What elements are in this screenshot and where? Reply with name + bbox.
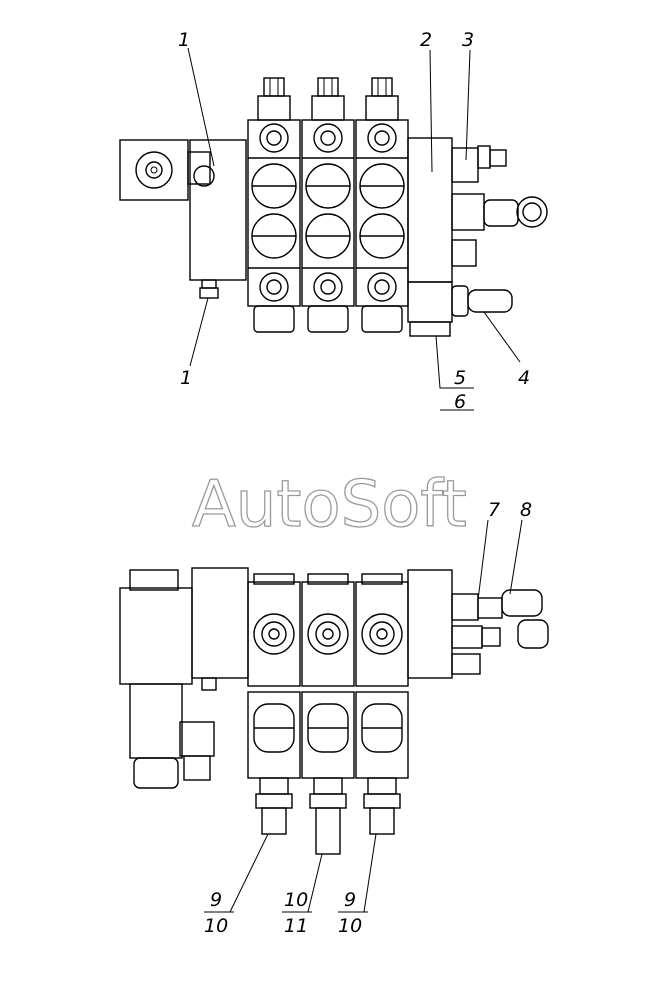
plug-nut (193, 165, 215, 187)
callout-1-lower: 1 (180, 367, 192, 389)
callout-7: 7 (488, 499, 500, 521)
bottom-view: 7 8 9 10 10 11 9 10 (119, 499, 549, 937)
hose-nipple-4 (467, 289, 513, 313)
watermark: AutoSoft (192, 468, 467, 542)
section-2 (301, 77, 355, 333)
solenoid-coil (119, 587, 193, 685)
plug-5 (409, 321, 451, 337)
callout-9-right: 9 (344, 889, 356, 911)
solenoid-body (119, 139, 189, 201)
top-view: 1 2 3 1 4 5 6 (119, 29, 548, 413)
solenoid-connector (135, 151, 173, 189)
section-1-bottom (247, 573, 301, 835)
inlet-section-bottom (191, 567, 249, 679)
callout-2: 2 (420, 29, 432, 51)
callout-5: 5 (454, 367, 466, 389)
outlet-section (407, 137, 453, 283)
inlet-section (189, 139, 247, 281)
bottom-plug (199, 287, 219, 299)
callout-9-left: 9 (210, 889, 222, 911)
section-1 (247, 77, 301, 333)
callout-10-middle: 10 (284, 889, 308, 911)
section-2-bottom (301, 573, 355, 855)
callout-1-upper: 1 (178, 29, 190, 51)
callout-8: 8 (520, 499, 532, 521)
return-fitting (407, 281, 453, 323)
fitting-elbow (451, 193, 485, 231)
callout-10-left: 10 (204, 915, 228, 937)
callout-11: 11 (284, 915, 308, 937)
callout-6: 6 (454, 391, 466, 413)
callout-3: 3 (462, 29, 474, 51)
section-3 (355, 77, 409, 333)
section-3-bottom (355, 573, 409, 835)
elbow-8 (501, 589, 543, 617)
callout-10-right: 10 (338, 915, 362, 937)
fitting-3 (451, 147, 479, 183)
callout-4: 4 (518, 367, 530, 389)
outlet-section-bottom (407, 569, 453, 679)
